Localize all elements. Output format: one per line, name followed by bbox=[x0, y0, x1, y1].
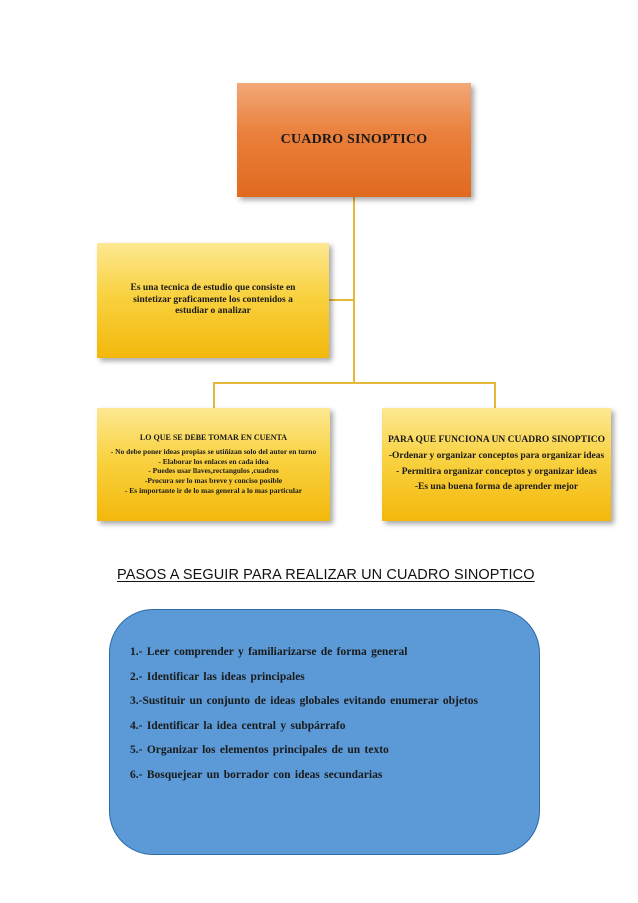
considerations-title: LO QUE SE DEBE TOMAR EN CUENTA bbox=[139, 433, 288, 443]
step-item: 6.- Bosquejear un borrador con ideas sec… bbox=[130, 768, 383, 781]
considerations-item: - Puedes usar llaves,rectangulos ,cuadro… bbox=[148, 466, 279, 476]
connector-left-drop bbox=[213, 382, 215, 408]
purpose-item: - Permitira organizar conceptos y organi… bbox=[396, 466, 597, 477]
connector-branch-horizontal bbox=[213, 382, 495, 384]
considerations-node: LO QUE SE DEBE TOMAR EN CUENTA - No debe… bbox=[97, 408, 330, 521]
considerations-item: - No debe poner ideas propias se utiñiza… bbox=[110, 446, 317, 456]
step-item: 3.-Sustituir un conjunto de ideas global… bbox=[130, 695, 478, 707]
definition-line: Es una tecnica de estudio que consiste e… bbox=[130, 282, 296, 293]
definition-node: Es una tecnica de estudio que consiste e… bbox=[97, 243, 329, 358]
steps-heading: PASOS A SEGUIR PARA REALIZAR UN CUADRO S… bbox=[117, 567, 535, 583]
steps-list: 1.- Leer comprender y familiarizarse de … bbox=[130, 645, 539, 792]
connector-definition bbox=[329, 299, 354, 301]
root-title: CUADRO SINOPTICO bbox=[280, 132, 428, 147]
purpose-item: -Es una buena forma de aprender mejor bbox=[414, 482, 579, 493]
considerations-item: - Es importante ir de lo mas general a l… bbox=[124, 485, 303, 495]
purpose-title: PARA QUE FUNCIONA UN CUADRO SINOPTICO bbox=[388, 434, 606, 445]
purpose-item: -Ordenar y organizar conceptos para orga… bbox=[388, 450, 605, 461]
connector-right-drop bbox=[494, 382, 496, 408]
definition-line: estudiar o analizar bbox=[175, 306, 251, 317]
step-item: 5.- Organizar los elementos principales … bbox=[130, 744, 389, 756]
considerations-item: -Procura ser lo mas breve y conciso posi… bbox=[144, 476, 283, 486]
considerations-item: - Elaborar los enlaces en cada idea bbox=[158, 456, 269, 466]
connector-root-vertical bbox=[353, 197, 355, 383]
definition-line: sintetizar graficamente los contenidos a bbox=[133, 294, 293, 305]
purpose-node: PARA QUE FUNCIONA UN CUADRO SINOPTICO -O… bbox=[382, 408, 611, 521]
root-node: CUADRO SINOPTICO bbox=[237, 83, 471, 197]
steps-box: 1.- Leer comprender y familiarizarse de … bbox=[109, 609, 540, 855]
step-item: 2.- Identificar las ideas principales bbox=[130, 670, 305, 683]
step-item: 4.- Identificar la idea central y subpár… bbox=[130, 719, 346, 732]
step-item: 1.- Leer comprender y familiarizarse de … bbox=[130, 646, 408, 658]
